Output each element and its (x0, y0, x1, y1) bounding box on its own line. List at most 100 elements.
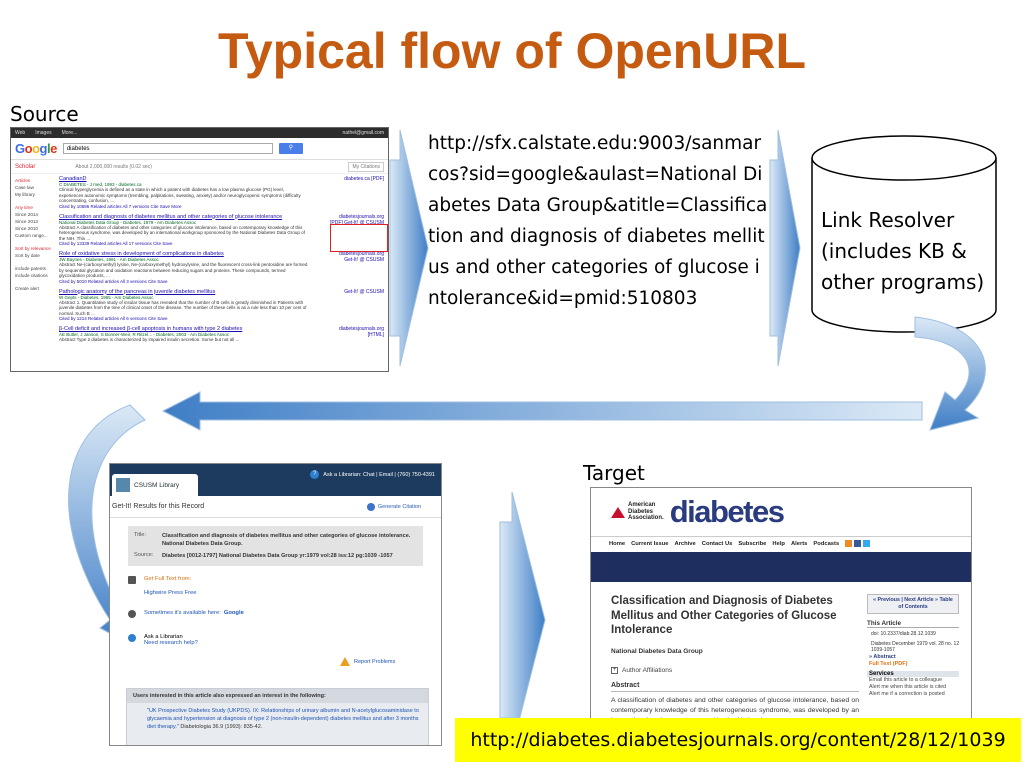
gs-result-side[interactable]: Get-It! @ CSUSM (344, 288, 384, 295)
gs-side-item[interactable]: My library (15, 192, 35, 197)
nav-contact[interactable]: Contact Us (701, 540, 733, 547)
article-issue: Diabetes December 1979 vol. 28 no. 12 10… (871, 640, 960, 654)
gs-side-item[interactable]: Sort by date (15, 253, 40, 258)
gs-result-links[interactable]: Cited by 1214 Related articles All 6 ver… (59, 316, 168, 321)
library-tab[interactable]: CSUSM Library (112, 474, 198, 496)
gs-side-item[interactable]: Since 2013 (15, 219, 38, 224)
link-resolver-cylinder (811, 135, 997, 333)
ask-librarian-text: Ask a Librarian: Chat | Email | (760) 75… (323, 471, 435, 478)
arrow-url-to-resolver (769, 129, 801, 367)
gs-result-side[interactable]: diabetesjournals.org [PDF] Get-It! @ CSU… (330, 213, 384, 226)
fulltext-pdf-link[interactable]: Full Text (PDF) (869, 660, 908, 667)
sometimes-section: Sometimes it's available here: Google (128, 610, 441, 618)
gs-result-links[interactable]: Cited by 10686 Related articles All 7 ve… (59, 203, 182, 209)
gs-side-item[interactable]: Sort by relevance (15, 246, 51, 251)
library-tab-label: CSUSM Library (134, 481, 180, 489)
nav-podcasts[interactable]: Podcasts (813, 540, 840, 547)
rss-icon[interactable] (845, 540, 853, 547)
csusm-library-screenshot: CSUSM Library ? Ask a Librarian: Chat | … (109, 463, 442, 746)
openurl-text: http://sfx.calstate.edu:9003/sanmarcos?s… (428, 133, 768, 309)
record-title-value: Classification and diagnosis of diabetes… (162, 533, 411, 547)
gs-side-item[interactable]: Case law (15, 185, 34, 190)
highwire-link[interactable]: Highwire Press Free (144, 590, 197, 596)
gs-result: Role of oxidative stress in development … (59, 251, 384, 284)
related-interest-box: Users interested in this article also ex… (126, 688, 429, 745)
gs-side-item[interactable]: Since 2010 (15, 226, 38, 231)
service-item[interactable]: Email this article to a colleague (869, 676, 943, 683)
generate-citation-label: Generate Citation (377, 503, 421, 510)
report-problems-button[interactable]: Report Problems (340, 657, 395, 666)
nav-help[interactable]: Help (772, 540, 785, 547)
gs-result: β-Cell deficit and increased β-cell apop… (59, 326, 384, 343)
generate-citation-link[interactable]: Generate Citation (366, 502, 421, 511)
gs-result-title[interactable]: Pathologic anatomy of the pancreas in ju… (59, 288, 216, 295)
gs-result-links[interactable]: Cited by 5010 Related articles All 3 ver… (59, 278, 168, 284)
service-item[interactable]: Alert me if a correction is posted (869, 690, 945, 697)
gs-result-snippet: Abstract Type 2 diabetes is characterize… (59, 337, 240, 342)
gs-side-item[interactable]: Create alert (15, 286, 40, 291)
gs-result-title[interactable]: Classification and diagnosis of diabetes… (59, 213, 283, 220)
report-problems-label: Report Problems (354, 658, 396, 665)
author-affiliations-toggle[interactable]: + Author Affiliations (611, 666, 859, 674)
getit-heading: Get-It! Results for this Record (112, 503, 205, 510)
gs-result-title[interactable]: Role of oxidative stress in development … (59, 251, 224, 257)
gs-result-title[interactable]: β-Cell deficit and increased β-cell apop… (59, 326, 243, 332)
nav-current-issue[interactable]: Current Issue (631, 540, 669, 547)
gs-result-side[interactable]: diabetesjournals.org [HTML] (338, 326, 384, 338)
gs-result-snippet: Abstract A classification of diabetes an… (59, 224, 305, 241)
google-link[interactable]: Google (223, 610, 244, 616)
gs-result-side[interactable]: diabetes.ca [PDF] (344, 176, 384, 182)
ada-line: American (628, 502, 656, 509)
ada-triangle-icon (611, 506, 625, 518)
related-item-source: Diabetologia 36.9 (1993): 835-42. (180, 724, 263, 730)
google-scholar-screenshot: Web Images More... nathel@gmail.com Goog… (10, 127, 389, 372)
gs-account[interactable]: nathel@gmail.com (342, 130, 384, 136)
gs-result-links[interactable]: Cited by 13339 Related articles All 17 v… (59, 241, 173, 246)
search-icon: ⚲ (288, 145, 294, 151)
ada-line: Diabetes (628, 508, 654, 515)
nav-home[interactable]: Home (609, 540, 626, 547)
gs-result-authors: JW Baynes - Diabetes, 1991 - Am Diabetes… (59, 257, 159, 262)
nav-subscribe[interactable]: Subscribe (738, 540, 767, 547)
getit-highlight-box (330, 224, 388, 252)
service-item[interactable]: Alert me when this article is cited (869, 683, 947, 690)
need-help-link[interactable]: Need research help? (144, 640, 198, 646)
gs-result-side[interactable]: diabetesjournals.org Get-It! @ CSUSM (338, 251, 384, 263)
ada-line: Association. (628, 515, 664, 522)
google-logo: Google (15, 141, 57, 156)
slide-title: Typical flow of OpenURL (218, 23, 806, 79)
prev-next-toc[interactable]: « Previous | Next Article » Table of Con… (867, 594, 959, 614)
services-heading: Services (867, 670, 959, 677)
ask-librarian-label: Ask a Librarian (144, 634, 183, 640)
abstract-link[interactable]: » Abstract (869, 653, 896, 660)
twitter-icon[interactable] (863, 540, 871, 547)
gs-nav-scholar[interactable]: Scholar (15, 163, 36, 170)
gs-result-authors: W Gepts - Diabetes, 1965 - Am Diabetes A… (59, 294, 154, 300)
nav-alerts[interactable]: Alerts (790, 540, 808, 547)
gs-side-item[interactable]: Custom range... (15, 233, 48, 238)
article-doi: doi: 10.2337/diab.28.12.1039 (871, 631, 936, 637)
gs-top-link[interactable]: More... (61, 130, 78, 136)
gs-my-citations[interactable]: My Citations (348, 161, 384, 172)
facebook-icon[interactable] (854, 540, 862, 547)
gs-result-count: About 2,000,000 results (0.02 sec) (75, 163, 152, 170)
ask-librarian-top[interactable]: ? Ask a Librarian: Chat | Email | (760) … (310, 470, 435, 479)
gs-top-link[interactable]: Web (15, 130, 26, 136)
related-item-link[interactable]: "UK Prospective Diabetes Study (UKPDS). … (147, 708, 419, 730)
arrow-return-left (161, 391, 923, 431)
record-source-value: Diabetes [0012-1797] National Diabetes D… (162, 553, 393, 559)
gs-result-title[interactable]: CanadianD (59, 176, 87, 182)
gs-search-input[interactable]: diabetes (62, 143, 273, 154)
gs-side-item[interactable]: include citations (15, 273, 48, 278)
gs-search-button[interactable]: ⚲ (278, 143, 303, 154)
gs-top-link[interactable]: Images (35, 130, 52, 136)
gs-side-item[interactable]: Any time (15, 205, 33, 210)
author-affiliations-label: Author Affiliations (622, 666, 673, 674)
nav-archive[interactable]: Archive (674, 540, 696, 547)
gs-side-item[interactable]: Articles (15, 178, 31, 183)
gs-side-item[interactable]: include patents (15, 266, 46, 271)
help-icon (128, 634, 136, 642)
gs-side-item[interactable]: Since 2014 (15, 212, 38, 217)
target-label: Target (583, 461, 645, 485)
